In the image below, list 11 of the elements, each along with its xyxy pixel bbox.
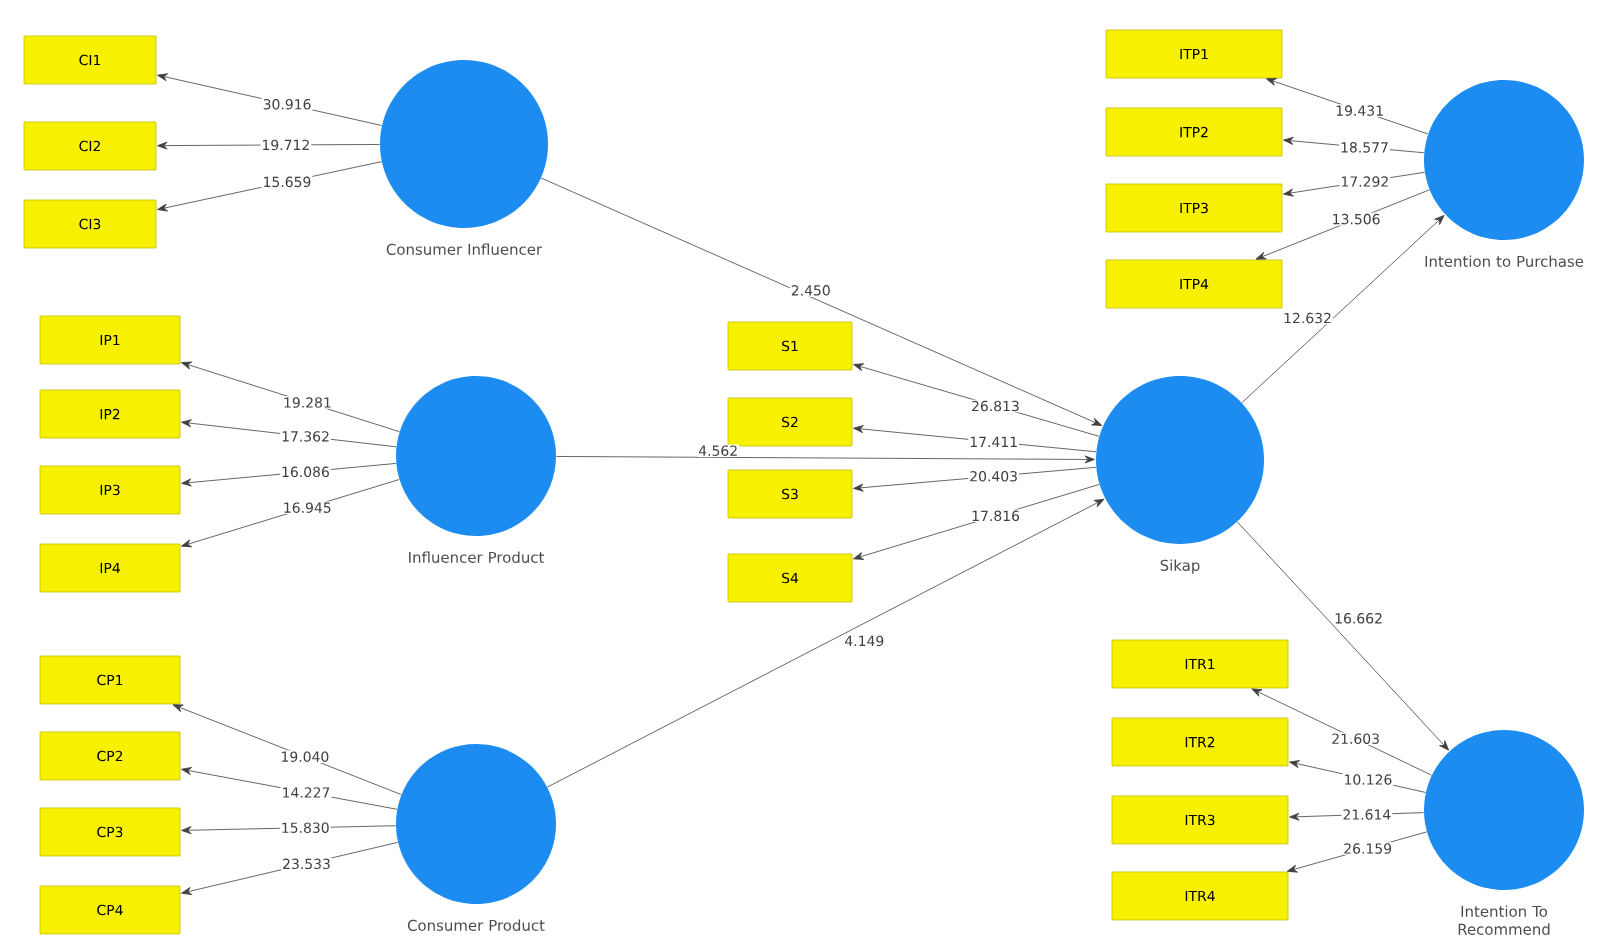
arrow (1241, 215, 1445, 404)
arrow (547, 498, 1105, 788)
arrow (181, 361, 400, 433)
arrow (853, 363, 1100, 437)
arrow (1251, 688, 1432, 776)
arrow (1236, 521, 1449, 751)
arrow (853, 484, 1100, 560)
arrow (540, 177, 1103, 426)
arrow (556, 455, 1095, 464)
arrow (172, 704, 402, 795)
arrow (1255, 189, 1430, 260)
